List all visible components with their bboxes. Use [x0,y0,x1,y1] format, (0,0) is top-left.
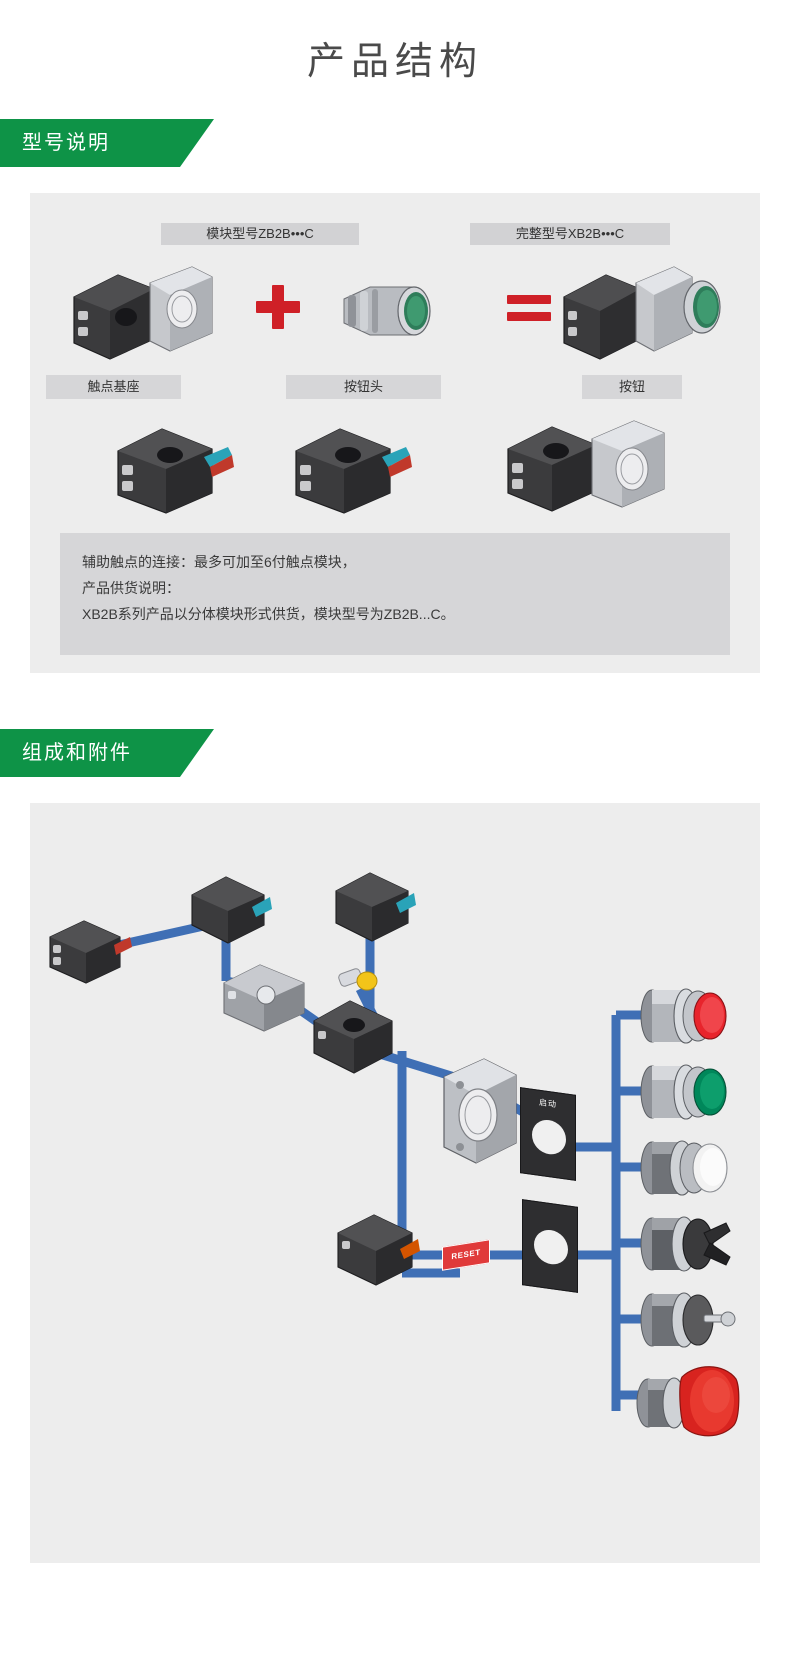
illustration-lamp-holder [298,985,428,1085]
legend-plate-blank-text [523,1206,577,1214]
button-flush-red [630,981,740,1051]
section-banner-wrap-2: 组成和附件 [0,729,790,777]
illustration-contact-block-left [40,909,140,989]
part-label-contact-base: 触点基座 [46,375,181,399]
key-selector-switch [630,1285,740,1355]
button-projecting-white [630,1133,740,1203]
section-banner-model-description: 型号说明 [0,119,214,167]
illustration-contact-block-upper-left [178,865,283,950]
model-description-panel: 模块型号ZB2B•••C 完整型号XB2B•••C [30,193,760,673]
chip-complete-model: 完整型号XB2B•••C [470,223,670,245]
note-line-2: 产品供货说明： [82,580,180,596]
page-title: 产品结构 [306,41,483,83]
illustration-mounting-collar [430,1051,530,1171]
legend-plate-start: 启动 [520,1087,576,1181]
composition-diagram-panel: 启动 RESET [30,803,760,1563]
emergency-stop-mushroom [626,1355,746,1445]
button-flush-green [630,1057,740,1127]
legend-plate-start-hole [532,1117,566,1157]
legend-plate-blank [522,1199,578,1293]
chip-module-model: 模块型号ZB2B•••C [161,223,359,245]
section-banner-composition-accessories: 组成和附件 [0,729,214,777]
part-label-button-head: 按钮头 [286,375,441,399]
illustration-contact-base-with-collar [492,403,677,523]
illustration-complete-button [560,255,735,365]
illustration-contact-block-2 [278,411,418,521]
illustration-light-block [208,951,333,1041]
supply-note-box: 辅助触点的连接：最多可加至6付触点模块， 产品供货说明： XB2B系列产品以分体… [60,533,730,655]
operator-equals-icon [507,293,551,323]
selector-switch-black [630,1209,740,1279]
illustration-contact-block-upper-right [322,861,427,949]
illustration-contact-block-1 [100,411,240,521]
legend-plate-blank-hole [534,1227,568,1267]
note-line-1: 辅助触点的连接：最多可加至6付触点模块， [82,554,356,570]
product-structure-page: 产品结构 型号说明 模块型号ZB2B•••C 完整型号XB2B•••C [0,41,790,1563]
illustration-button-head [330,265,440,357]
section-banner-wrap-1: 型号说明 [0,119,790,167]
operator-plus-icon [256,285,300,329]
illustration-yellow-lamp [335,961,383,1003]
note-line-3: XB2B系列产品以分体模块形式供货，模块型号为ZB2B...C。 [82,606,455,622]
illustration-contact-block-lower [322,1201,432,1299]
part-label-button: 按钮 [582,375,682,399]
illustration-contact-base [66,255,216,365]
legend-plate-start-text: 启动 [539,1097,557,1110]
